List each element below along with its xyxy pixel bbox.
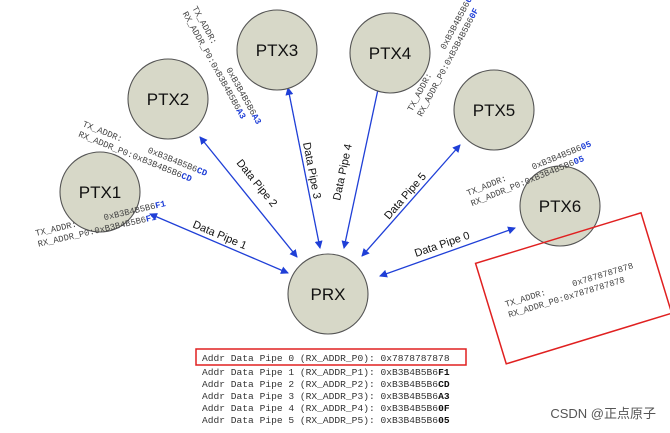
ptx2-tx-suffix: CD — [195, 166, 209, 179]
node-ptx5-label: PTX5 — [473, 101, 516, 120]
table-row: Addr Data Pipe 4 (RX_ADDR_P4): 0xB3B4B5B… — [202, 403, 450, 414]
pipe-3: Data Pipe 3 — [285, 87, 323, 249]
node-prx: PRX — [287, 253, 369, 335]
pipe-3-label: Data Pipe 3 — [300, 141, 323, 200]
pipe-4-label: Data Pipe 4 — [331, 143, 355, 202]
pipe0-row-highlight — [195, 348, 467, 366]
ptx2-rx-suffix: CD — [180, 171, 194, 184]
pipe-0-arrow — [379, 226, 516, 278]
ptx3-rx-suffix: A3 — [234, 107, 248, 121]
node-ptx5: PTX5 — [453, 69, 535, 151]
pipe-1: Data Pipe 1 — [149, 213, 289, 274]
pipe-1-arrow — [149, 213, 289, 274]
node-ptx3-label: PTX3 — [256, 41, 299, 60]
node-ptx1-label: PTX1 — [79, 183, 122, 202]
node-ptx2: PTX2 — [127, 58, 209, 140]
ptx6-address-highlight — [474, 211, 670, 365]
ptx5-rx-suffix: 05 — [572, 154, 586, 167]
pipe-0: Data Pipe 0 — [379, 226, 516, 278]
pipe-3-arrow — [285, 87, 323, 249]
pipe-2-label: Data Pipe 2 — [234, 157, 280, 209]
pipe-0-label: Data Pipe 0 — [413, 230, 471, 260]
node-ptx2-label: PTX2 — [147, 90, 190, 109]
ptx3-tx-suffix: A3 — [249, 112, 263, 126]
pipe-5-label: Data Pipe 5 — [382, 171, 429, 222]
node-ptx6: PTX6 — [519, 165, 601, 247]
ptx4-rx-suffix: 0F — [468, 7, 482, 21]
node-ptx6-label: PTX6 — [539, 197, 582, 216]
node-ptx4: PTX4 — [349, 12, 431, 94]
table-row: Addr Data Pipe 3 (RX_ADDR_P3): 0xB3B4B5B… — [202, 391, 450, 402]
pipe-5-arrow — [361, 144, 461, 257]
table-row: Addr Data Pipe 5 (RX_ADDR_P5): 0xB3B4B5B… — [202, 415, 450, 426]
ptx5-tx-suffix: 05 — [579, 139, 593, 152]
ptx1-rx-suffix: F1 — [145, 213, 158, 225]
ptx1-tx-suffix: F1 — [154, 199, 167, 211]
ptx6-address: TX_ADDR:0x7878787878 RX_ADDR_P0:0x787878… — [504, 261, 635, 320]
ptx4-tx-suffix: 0F — [464, 0, 478, 5]
node-ptx4-label: PTX4 — [369, 44, 412, 63]
table-row: Addr Data Pipe 0 (RX_ADDR_P0): 0x7878787… — [202, 353, 450, 364]
node-prx-label: PRX — [311, 285, 346, 304]
node-ptx1: PTX1 — [59, 151, 141, 233]
watermark: CSDN @正点原子 — [550, 406, 656, 421]
pipe-2-arrow — [199, 136, 298, 258]
pipe-4: Data Pipe 4 — [331, 79, 383, 249]
table-row: Addr Data Pipe 2 (RX_ADDR_P2): 0xB3B4B5B… — [202, 379, 450, 390]
address-table: Addr Data Pipe 0 (RX_ADDR_P0): 0x7878787… — [202, 353, 450, 426]
table-row: Addr Data Pipe 1 (RX_ADDR_P1): 0xB3B4B5B… — [202, 367, 450, 378]
node-ptx3: PTX3 — [236, 9, 318, 91]
